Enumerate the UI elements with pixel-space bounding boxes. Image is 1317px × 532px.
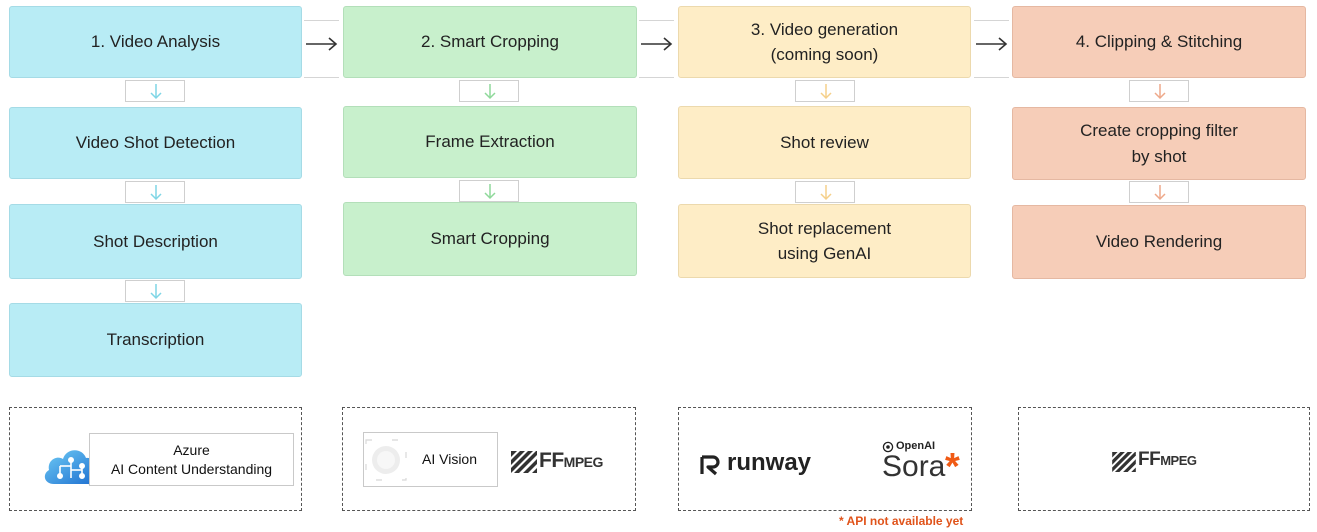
ffmpeg-mpeg: MPEG (563, 454, 604, 470)
openai-logo-icon (882, 441, 894, 453)
tools-analysis: Azure AI Content Understanding (9, 407, 302, 511)
azure-content-understanding-label: Azure AI Content Understanding (89, 433, 294, 486)
arrow-1-to-2 (304, 20, 339, 78)
step-video-rendering: Video Rendering (1012, 205, 1306, 279)
ffmpeg-logo: FFMPEG (1138, 449, 1197, 471)
openai-label: OpenAI (896, 440, 936, 452)
tools-cropping: AI Vision FFMPEG (342, 407, 636, 511)
azure-cloud-icon (44, 450, 97, 485)
header-video-generation: 3. Video generation (coming soon) (678, 6, 971, 78)
ffmpeg-logo-icon (1112, 452, 1136, 472)
connector (795, 181, 855, 203)
step-shot-description: Shot Description (9, 204, 302, 279)
sora-label: Sora (882, 450, 946, 483)
runway-label: runway (727, 449, 812, 476)
ffmpeg-logo: FFMPEG (539, 449, 603, 473)
connector (459, 180, 519, 202)
connector (125, 80, 185, 102)
ffmpeg-logo-icon (511, 451, 537, 473)
ai-vision-icon (365, 439, 407, 481)
tools-stitching: FFMPEG (1018, 407, 1310, 511)
connector (459, 80, 519, 102)
step-shot-replacement: Shot replacement using GenAI (678, 204, 971, 278)
step-frame-extraction: Frame Extraction (343, 106, 637, 178)
connector (795, 80, 855, 102)
step-smart-cropping: Smart Cropping (343, 202, 637, 276)
step-video-shot-detection: Video Shot Detection (9, 107, 302, 179)
connector (1129, 80, 1189, 102)
tools-generation: runway OpenAI Sora * (678, 407, 972, 511)
step-shot-review: Shot review (678, 106, 971, 179)
arrow-3-to-4 (974, 20, 1009, 78)
arrow-2-to-3 (639, 20, 674, 78)
ffmpeg-ff: FF (539, 449, 564, 472)
header-clipping-stitching: 4. Clipping & Stitching (1012, 6, 1306, 78)
connector (125, 280, 185, 302)
ffmpeg-mpeg: MPEG (1160, 453, 1197, 468)
connector (125, 181, 185, 203)
connector (1129, 181, 1189, 203)
step-create-cropping-filter: Create cropping filter by shot (1012, 107, 1306, 180)
header-smart-cropping: 2. Smart Cropping (343, 6, 637, 78)
ai-vision-label: AI Vision (422, 451, 477, 467)
sora-asterisk: * (945, 446, 960, 488)
runway-logo-icon (700, 455, 720, 476)
header-video-analysis: 1. Video Analysis (9, 6, 302, 78)
ai-vision-frame: AI Vision (363, 432, 498, 487)
api-availability-note: * API not available yet (839, 514, 964, 528)
ffmpeg-ff: FF (1138, 449, 1161, 470)
step-transcription: Transcription (9, 303, 302, 377)
